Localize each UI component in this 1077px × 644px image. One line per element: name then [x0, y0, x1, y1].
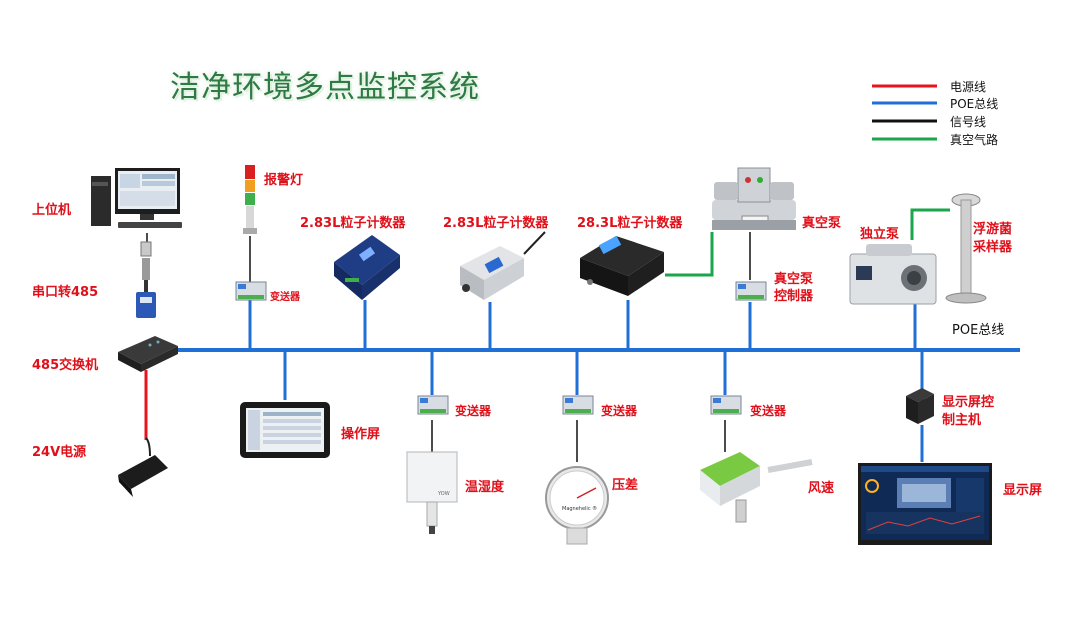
transmitter-icon-2: [417, 395, 449, 415]
label-sampler: 浮游菌 采样器: [973, 222, 1013, 255]
temp-humidity-sensor-icon: YOW: [406, 451, 458, 534]
label-transmitter-4: 变送器: [750, 404, 787, 418]
label-vacuum-controller: 真空泵 控制器: [774, 272, 814, 304]
label-transmitter-2: 变送器: [455, 404, 492, 418]
particle-counter-icon-3: [580, 235, 664, 296]
operation-screen-icon: [240, 402, 330, 458]
label-485-switch: 485交换机: [32, 358, 99, 373]
particle-counter-icon-2: [460, 231, 546, 300]
label-transmitter-1: 变送器: [270, 292, 300, 303]
page-title: 洁净环境多点监控系统: [170, 70, 480, 105]
particle-counter-icon-1: [334, 235, 400, 300]
label-diff-pressure: 压差: [612, 478, 639, 493]
large-display-icon: [858, 463, 992, 545]
vacuum-path-1: [665, 232, 714, 277]
diff-pressure-gauge-icon: Magnehelic ®: [545, 466, 609, 545]
legend-power-line: 电源线: [950, 80, 987, 94]
legend-signal-line: 信号线: [950, 115, 987, 129]
gauge-brand-text: Magnehelic ®: [562, 505, 597, 512]
label-particle-counter-2: 2.83L粒子计数器: [443, 216, 549, 231]
legend-vacuum-path: 真空气路: [950, 133, 999, 147]
label-particle-counter-1: 2.83L粒子计数器: [300, 216, 406, 231]
svg-text:YOW: YOW: [437, 491, 450, 497]
label-particle-counter-3: 28.3L粒子计数器: [577, 216, 683, 231]
label-operation-screen: 操作屏: [341, 427, 381, 442]
sampler-icon: [945, 193, 987, 304]
power-adapter-icon: [118, 437, 168, 497]
label-alarm-light: 报警灯: [264, 173, 304, 188]
usb-485-converter-icon: [136, 241, 156, 318]
transmitter-icon-4: [710, 395, 742, 415]
vacuum-path-2: [910, 208, 950, 240]
independent-pump-icon: [849, 244, 937, 305]
rs485-switch-icon: [118, 336, 178, 372]
display-control-host-icon: [906, 388, 934, 424]
alarm-light-icon: [243, 165, 257, 234]
legend-poe-bus: POE总线: [950, 97, 999, 111]
label-display-controller: 显示屏控 制主机: [942, 395, 995, 428]
host-computer-icon: [91, 168, 182, 228]
transmitter-icon-vac: [735, 281, 767, 301]
wind-speed-sensor-icon: [700, 452, 813, 523]
vacuum-pump-icon: [712, 167, 796, 230]
label-display: 显示屏: [1003, 483, 1043, 498]
label-24v-power: 24V电源: [32, 445, 87, 460]
label-poe-bus: POE总线: [952, 323, 1005, 338]
label-serial: 串口转485: [32, 285, 99, 300]
transmitter-icon-1: [235, 281, 267, 301]
label-host: 上位机: [32, 203, 72, 218]
transmitter-icon-3: [562, 395, 594, 415]
label-temp-humidity: 温湿度: [465, 480, 505, 495]
label-independent-pump: 独立泵: [860, 227, 900, 242]
label-transmitter-3: 变送器: [601, 404, 638, 418]
label-wind-speed: 风速: [808, 481, 835, 496]
label-vacuum-pump: 真空泵: [802, 216, 842, 231]
